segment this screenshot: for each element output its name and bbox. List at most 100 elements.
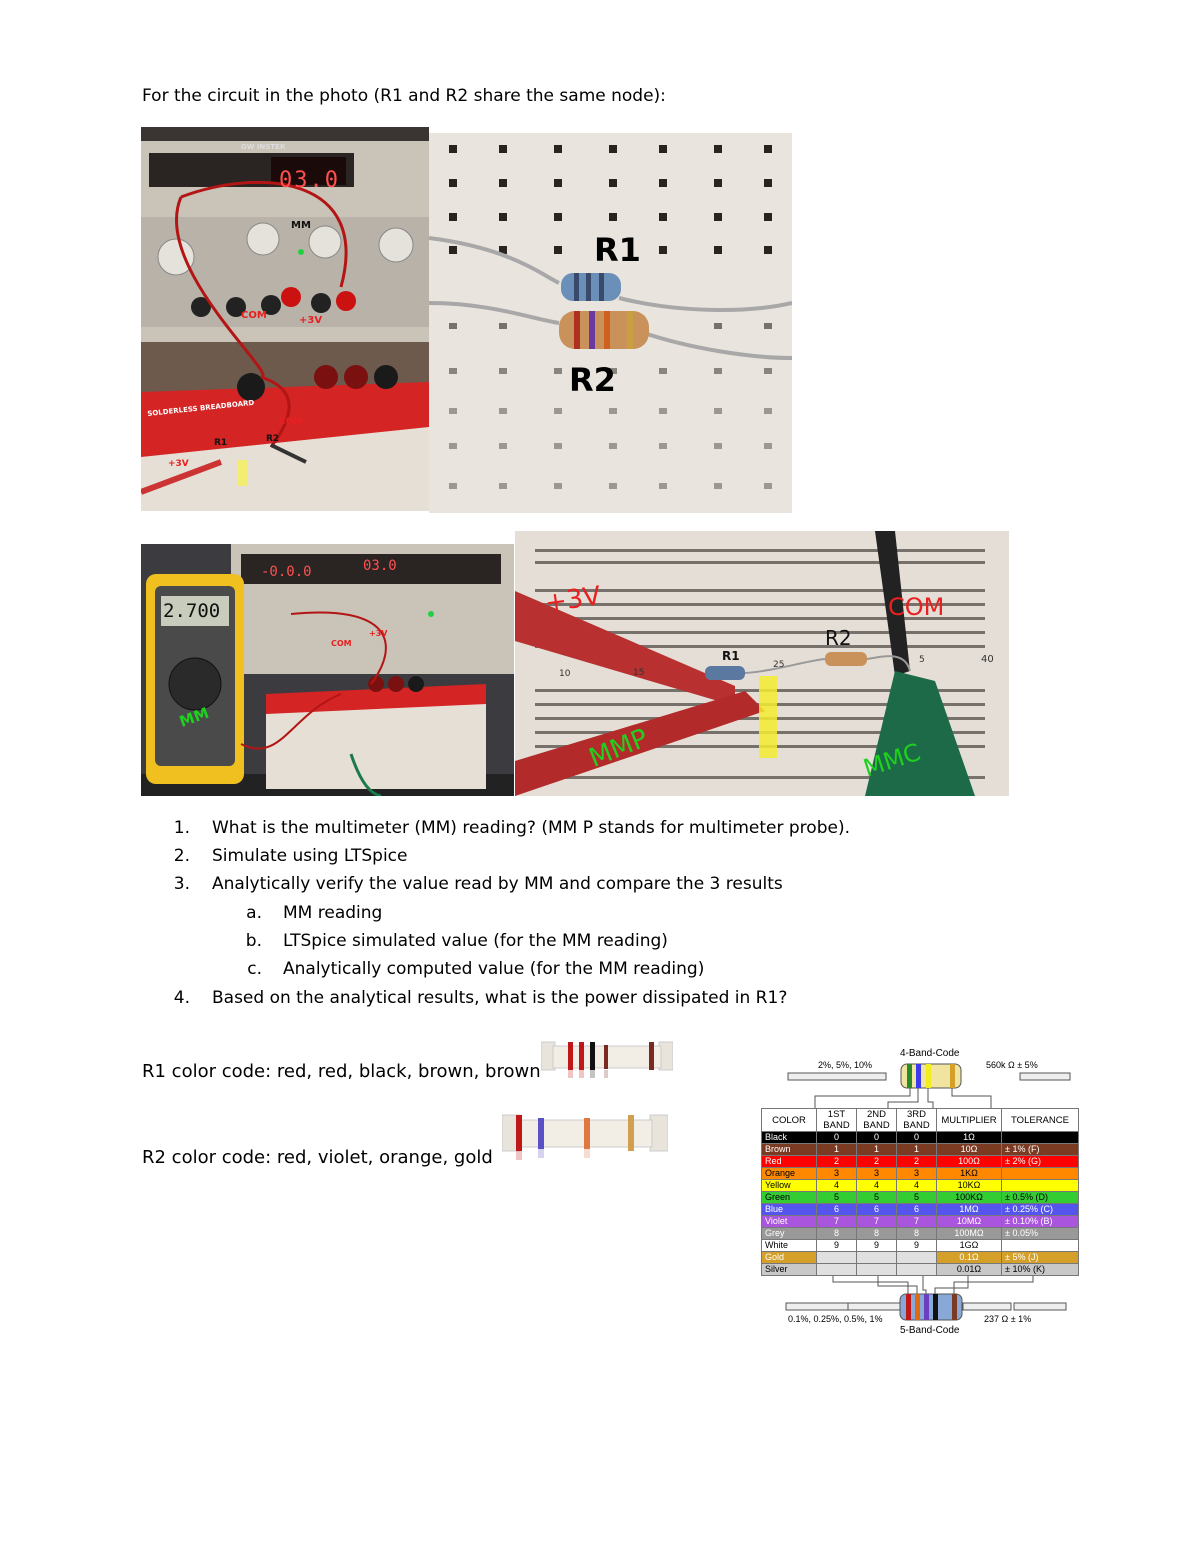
col-header: TOLERANCE xyxy=(1001,1108,1079,1132)
col-header: COLOR xyxy=(761,1108,817,1132)
col-header: 3RD BAND xyxy=(896,1108,937,1132)
color-cell-b2 xyxy=(856,1251,897,1264)
col-header: MULTIPLIER xyxy=(936,1108,1002,1132)
supply-brand: GW INSTEK xyxy=(241,143,286,151)
chart-tol-4band: 2%, 5%, 10% xyxy=(818,1060,873,1070)
color-cell-b1: 4 xyxy=(816,1179,857,1192)
color-cell-b3 xyxy=(896,1251,937,1264)
color-cell-tol: ± 0.05% xyxy=(1001,1227,1079,1240)
annotation-plus3v-b: +3V xyxy=(168,459,189,469)
color-cell-mult: 1Ω xyxy=(936,1131,1002,1144)
annotation-plus3v: +3V xyxy=(299,315,323,326)
row-number-15: 15 xyxy=(633,668,645,678)
question-text: Simulate using LTSpice xyxy=(212,846,408,866)
color-cell-mult: 100Ω xyxy=(936,1155,1002,1168)
color-row: Silver 0.01Ω± 10% (K) xyxy=(761,1263,1079,1276)
subitem-text: MM reading xyxy=(283,903,383,923)
annotation-r1-probe: R1 xyxy=(722,649,740,663)
color-cell-b3: 1 xyxy=(896,1143,937,1156)
resistor-color-chart: 4-Band-Code 2%, 5%, 10% 560k Ω ± 5% COLO… xyxy=(758,1046,1103,1338)
color-cell-mult: 0.01Ω xyxy=(936,1263,1002,1276)
color-cell-b2: 5 xyxy=(856,1191,897,1204)
color-cell-b1: 9 xyxy=(816,1239,857,1252)
meter-display: 2.700 xyxy=(163,600,221,622)
color-cell-mult: 1GΩ xyxy=(936,1239,1002,1252)
question-number: 1. xyxy=(173,818,190,838)
question-number: 2. xyxy=(173,846,190,866)
color-cell-color: Blue xyxy=(761,1203,817,1216)
photo-resistors: R1 R2 xyxy=(429,133,792,513)
chart-example-4band: 560k Ω ± 5% xyxy=(986,1060,1038,1070)
color-cell-b1 xyxy=(816,1263,857,1276)
color-cell-b2: 3 xyxy=(856,1167,897,1180)
color-cell-b1: 6 xyxy=(816,1203,857,1216)
question-text: What is the multimeter (MM) reading? (MM… xyxy=(212,818,850,838)
color-cell-b1: 8 xyxy=(816,1227,857,1240)
r1-resistor-image xyxy=(540,1039,674,1085)
color-cell-b2: 2 xyxy=(856,1155,897,1168)
color-cell-mult: 0.1Ω xyxy=(936,1251,1002,1264)
question-number: 4. xyxy=(173,988,190,1008)
annotation-r1-closeup: R1 xyxy=(594,231,641,269)
color-cell-tol: ± 0.5% (D) xyxy=(1001,1191,1079,1204)
subitem-letter: a. xyxy=(246,903,262,923)
color-cell-tol: ± 5% (J) xyxy=(1001,1251,1079,1264)
chart-tol-5band: 0.1%, 0.25%, 0.5%, 1% xyxy=(788,1314,883,1324)
color-cell-b2: 6 xyxy=(856,1203,897,1216)
annotation-r2: R2 xyxy=(266,434,280,444)
color-cell-b3: 4 xyxy=(896,1179,937,1192)
photo-probes: +3V COM R1 R2 MMP MMC 10 15 25 5 40 xyxy=(515,531,1009,796)
color-cell-mult: 100KΩ xyxy=(936,1191,1002,1204)
chart-example-5band: 237 Ω ± 1% xyxy=(984,1314,1032,1324)
color-cell-b2: 7 xyxy=(856,1215,897,1228)
color-cell-b1: 7 xyxy=(816,1215,857,1228)
color-cell-tol: ± 10% (K) xyxy=(1001,1263,1079,1276)
color-cell-b3: 8 xyxy=(896,1227,937,1240)
annotation-com-probe: COM xyxy=(888,593,945,621)
color-cell-tol: ± 0.10% (B) xyxy=(1001,1215,1079,1228)
subitem-letter: c. xyxy=(247,959,262,979)
color-cell-tol: ± 2% (G) xyxy=(1001,1155,1079,1168)
color-cell-b2 xyxy=(856,1263,897,1276)
annotation-plus3v-meter: +3V xyxy=(369,629,388,638)
color-cell-b2: 0 xyxy=(856,1131,897,1144)
color-cell-tol xyxy=(1001,1239,1079,1252)
color-cell-b3: 9 xyxy=(896,1239,937,1252)
color-cell-tol: ± 0.25% (C) xyxy=(1001,1203,1079,1216)
color-cell-color: Silver xyxy=(761,1263,817,1276)
color-cell-b3: 2 xyxy=(896,1155,937,1168)
intro-text: For the circuit in the photo (R1 and R2 … xyxy=(142,86,666,106)
col-header: 2ND BAND xyxy=(856,1108,897,1132)
color-cell-tol xyxy=(1001,1131,1079,1144)
subitem-text: LTSpice simulated value (for the MM read… xyxy=(283,931,668,951)
photo-power-supply: 03.0 GW INSTEK SOLDERLESS BREADBOARD MM … xyxy=(141,127,429,511)
color-cell-mult: 100MΩ xyxy=(936,1227,1002,1240)
color-cell-color: Grey xyxy=(761,1227,817,1240)
r1-color-code: R1 color code: red, red, black, brown, b… xyxy=(142,1061,541,1082)
annotation-r1: R1 xyxy=(214,438,228,448)
subitem-letter: b. xyxy=(245,931,262,951)
color-cell-b2: 1 xyxy=(856,1143,897,1156)
color-cell-tol: ± 1% (F) xyxy=(1001,1143,1079,1156)
color-cell-mult: 10KΩ xyxy=(936,1179,1002,1192)
annotation-com-b: COM xyxy=(279,417,303,427)
color-cell-mult: 1KΩ xyxy=(936,1167,1002,1180)
subitem-text: Analytically computed value (for the MM … xyxy=(283,959,705,979)
question-number: 3. xyxy=(173,874,190,894)
row-number-25: 25 xyxy=(773,660,785,670)
color-cell-mult: 10Ω xyxy=(936,1143,1002,1156)
color-cell-b2: 4 xyxy=(856,1179,897,1192)
row-number-5: 5 xyxy=(919,655,925,665)
supply2-left-display: -0.0.0 xyxy=(261,564,312,580)
annotation-com: COM xyxy=(241,310,267,321)
color-cell-b1: 3 xyxy=(816,1167,857,1180)
color-cell-b1: 5 xyxy=(816,1191,857,1204)
col-header: 1ST BAND xyxy=(816,1108,857,1132)
